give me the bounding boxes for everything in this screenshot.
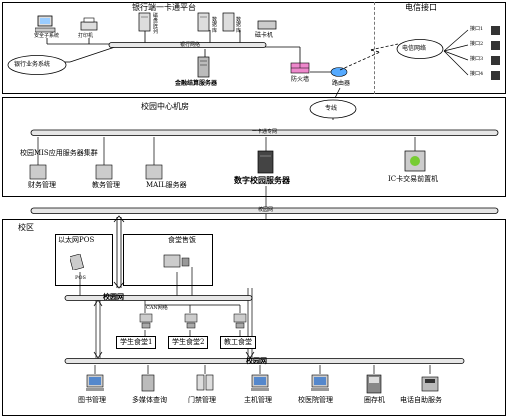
printer-icon [80,17,98,31]
finance-mgmt-label: 财务管理 [28,181,56,189]
campus-region [2,219,506,416]
printer-label: 打印机 [78,33,94,39]
db-server-3-icon [222,12,235,32]
library-icon [86,374,104,391]
can-node-2-icon [184,313,198,329]
disk-array-label: 磁盘阵列 [153,13,159,35]
campus-net-label: 校园网 [103,292,124,301]
bank-platform-title: 银行端一卡通平台 [132,3,196,12]
telecom-port-1: 接口1 [470,26,484,32]
mail-server-label: MAIL服务器 [146,181,187,189]
canteen-2-box: 学生食堂2 [168,336,209,349]
canteen-1-box: 学生食堂1 [116,336,157,349]
campus-backbone-label: 校园网 [258,207,274,213]
service-multimedia: 多媒体查询 [132,396,167,404]
leased-line-cloud [309,99,357,120]
service-library: 图书管理 [78,396,106,404]
wan-link-line [339,43,399,71]
mis-cluster-label: 校园MIS应用服务器集群 [20,149,98,157]
top-region [2,2,506,94]
digital-campus-server-icon [257,150,274,174]
hsm-icon [257,20,277,30]
router-to-center-link [334,87,341,99]
can-node-3-icon [233,313,247,329]
campus-net2-bus [64,358,465,364]
bank-system-cloud [7,55,67,75]
ethernet-pos-box [55,234,113,286]
access-control-icon [196,374,214,391]
firewall-icon [290,62,310,74]
center-backbone-label: 一卡通专网 [252,129,278,135]
canteen-pos-icon [163,254,190,268]
db-server-icon [138,12,151,32]
db-label-2: 数据库 [236,17,242,34]
service-access: 门禁管理 [188,396,216,404]
ic-frontend-label: IC卡交易前置机 [388,175,439,183]
multimedia-icon [141,374,155,392]
phone-service-icon [421,376,439,392]
router-label: 路由器 [332,80,351,87]
can-node-1-icon [139,313,153,329]
firewall-label: 防火墙 [291,76,310,83]
can-bus-label: CAN网络 [146,305,168,311]
center-drops [37,137,416,165]
telecom-network-label: 电信网络 [402,45,427,52]
pos-small-label: POS [75,275,86,281]
bank-network-label: 银行网络 [180,42,201,48]
ethernet-pos-icon [70,254,84,270]
service-host: 主机管理 [244,396,272,404]
hospital-mgmt-icon [311,374,329,391]
telecom-phone-icons [491,26,500,80]
hsm-label: 磁卡机 [255,32,274,39]
telecom-port-2: 接口2 [470,41,484,47]
center-backbone-bus [30,129,499,136]
mail-server-icon [145,164,163,180]
service-hospital: 校医院管理 [298,396,333,404]
finance-server-icon [197,56,210,78]
load-machine-icon [366,374,382,394]
db-label: 数据库 [212,17,218,34]
telecom-port-3: 接口3 [470,56,484,62]
security-system-label: 安全子系统 [34,33,60,39]
telecom-divider [374,2,375,94]
telecom-fanout-lines [443,29,469,76]
canteen-box [123,234,213,286]
bank-network-bus [108,42,267,48]
campus-net-bus [64,295,253,301]
canteen-sales-label: 食堂售饭 [168,236,196,244]
academic-label: 教务管理 [92,181,120,189]
router-icon [330,67,348,77]
telecom-port-4: 接口4 [470,71,484,77]
ic-frontend-icon [404,150,426,172]
finance-server-label: 金融结算服务器 [175,80,218,87]
staff-canteen-box: 教工食堂 [220,336,256,349]
campus-title: 校区 [18,223,34,232]
digital-campus-server-label: 数字校园服务器 [234,175,290,185]
service-load: 圈存机 [364,396,385,404]
academic-server-icon [95,164,113,180]
db-server-2-icon [197,12,210,32]
campus-net2-label: 校园网 [246,356,267,365]
security-workstation-icon [35,15,56,33]
telecom-cloud [396,39,444,59]
host-mgmt-icon [251,374,269,391]
center-title: 校园中心机房 [141,102,189,111]
finance-mgmt-server-icon [29,164,47,180]
service-phone: 电话自助服务 [400,396,442,404]
telecom-title: 电信接口 [405,3,437,12]
campus-backbone-bus [30,207,499,214]
bank-lan-lines [46,30,332,73]
bank-system-label: 银行业务系统 [14,61,51,68]
leased-line-label: 专线 [325,105,338,112]
ethernet-pos-label: 以太网POS [58,236,95,244]
center-region [2,97,506,197]
